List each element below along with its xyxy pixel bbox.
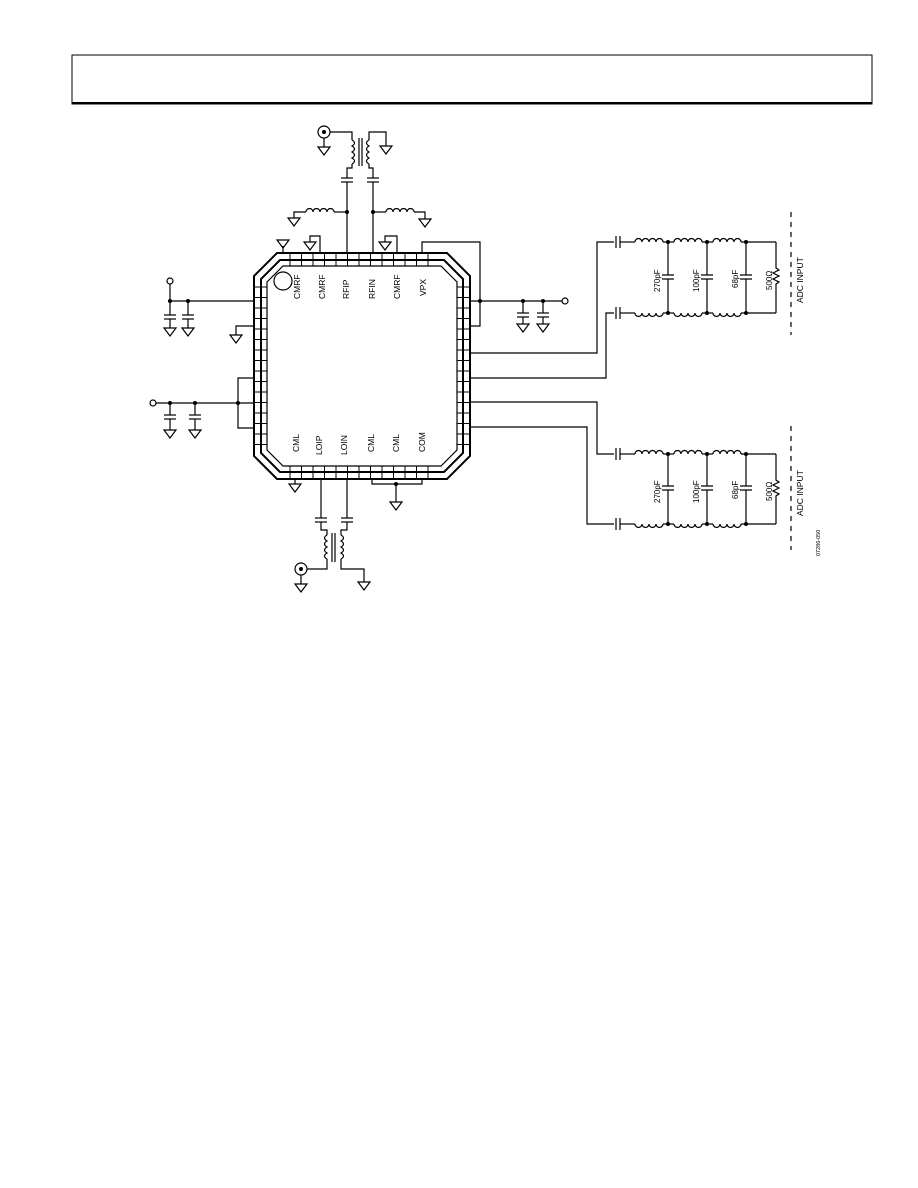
resistor-label-500: 500Ω — [765, 482, 774, 501]
ground-icon — [162, 327, 178, 337]
ground-icon — [515, 323, 531, 333]
if-filter-channel-i: 270pF 100pF 68pF 500Ω ADC INPUT — [615, 212, 805, 335]
resistor-icon — [771, 454, 781, 524]
capacitor-icon — [615, 307, 621, 319]
shunt-capacitor-icon — [740, 242, 752, 313]
capacitor-icon — [341, 177, 353, 183]
shunt-capacitor-icon — [662, 242, 674, 313]
inductor-icon — [673, 312, 703, 318]
pin-label-rfip: RFIP — [341, 279, 351, 299]
cap-label-68pf: 68pF — [731, 481, 740, 499]
inductor-icon — [634, 449, 664, 455]
cap-label-100pf: 100pF — [692, 269, 701, 292]
cap-label-68pf: 68pF — [731, 270, 740, 288]
pin-label-rfin: RFIN — [367, 279, 377, 299]
ground-icon — [293, 583, 309, 593]
ground-icon — [302, 241, 318, 251]
header-frame — [71, 54, 873, 105]
ground-icon — [356, 581, 372, 591]
ground-icon — [417, 218, 433, 228]
cap-label-100pf: 100pF — [692, 480, 701, 503]
ground-icon — [378, 145, 394, 155]
ground-icon — [535, 323, 551, 333]
cap-label-270pf: 270pF — [653, 480, 662, 503]
rf-transformer-icon — [350, 138, 371, 166]
capacitor-icon — [182, 314, 194, 320]
ground-icon — [287, 483, 303, 493]
inductor-icon — [712, 449, 742, 455]
resistor-icon — [771, 242, 781, 313]
resistor-label-500: 500Ω — [765, 271, 774, 290]
pin-label-loip: LOIP — [314, 435, 324, 455]
supply-terminal-icon — [149, 399, 157, 407]
pin-label-cmrf-2: CMRF — [317, 274, 327, 299]
ground-icon — [180, 327, 196, 337]
capacitor-icon — [341, 517, 353, 523]
cap-label-270pf: 270pF — [653, 269, 662, 292]
supply-terminal-icon — [561, 297, 569, 305]
capacitor-icon — [164, 314, 176, 320]
top-pin-labels: CMRF CMRF RFIP RFIN CMRF VPX — [292, 274, 428, 299]
figure-id: 07286-050 — [816, 530, 822, 556]
ic-package — [253, 252, 471, 480]
inductor-icon — [385, 207, 415, 213]
shunt-capacitor-icon — [701, 454, 713, 524]
ground-icon — [286, 217, 302, 227]
supply-terminal-icon — [166, 277, 174, 285]
adc-input-label: ADC INPUT — [795, 257, 805, 303]
inductor-icon — [673, 523, 703, 529]
capacitor-icon — [164, 414, 176, 420]
ground-icon — [388, 501, 404, 511]
ground-icon — [162, 429, 178, 439]
if-output-wiring — [470, 241, 614, 525]
capacitor-icon — [615, 236, 621, 248]
ground-icon — [275, 239, 291, 249]
inductor-icon — [673, 449, 703, 455]
left-supply-upper — [162, 277, 254, 344]
left-supply-lower — [149, 377, 254, 439]
vpx-supply — [470, 297, 569, 333]
ground-icon — [316, 146, 332, 156]
lo-input-network — [287, 479, 423, 593]
ground-icon — [228, 334, 244, 344]
lo-transformer-icon — [323, 533, 345, 562]
capacitor-icon — [615, 518, 621, 530]
inductor-icon — [634, 312, 664, 318]
capacitor-icon — [615, 448, 621, 460]
shunt-capacitor-icon — [740, 454, 752, 524]
capacitor-icon — [517, 312, 529, 318]
pin1-marker — [273, 271, 293, 291]
inductor-icon — [712, 523, 742, 529]
pin-label-cmrf-1: CMRF — [292, 274, 302, 299]
capacitor-icon — [537, 312, 549, 318]
pin-label-cml-3: CML — [391, 434, 401, 452]
capacitor-icon — [367, 177, 379, 183]
pin-label-cml-1: CML — [291, 434, 301, 452]
inductor-icon — [712, 312, 742, 318]
inductor-icon — [305, 207, 335, 213]
shunt-capacitor-icon — [701, 242, 713, 313]
pin-label-com: COM — [417, 432, 427, 452]
inductor-icon — [712, 237, 742, 243]
capacitor-icon — [315, 517, 327, 523]
inductor-icon — [634, 523, 664, 529]
pin-label-loin: LOIN — [339, 435, 349, 455]
ground-icon — [187, 429, 203, 439]
inductor-icon — [673, 237, 703, 243]
inductor-icon — [634, 237, 664, 243]
bottom-pin-labels: CML LOIP LOIN CML CML COM — [291, 432, 427, 455]
adc-input-label: ADC INPUT — [795, 470, 805, 516]
if-filter-channel-q: 270pF 100pF 68pF 500Ω ADC INPUT — [615, 426, 805, 550]
ground-icon — [377, 241, 393, 251]
shunt-capacitor-icon — [662, 454, 674, 524]
rf-input-network — [275, 125, 481, 327]
pin-label-vpx: VPX — [418, 279, 428, 296]
capacitor-icon — [189, 414, 201, 420]
pin-label-cml-2: CML — [366, 434, 376, 452]
pin-label-cmrf-3: CMRF — [392, 274, 402, 299]
